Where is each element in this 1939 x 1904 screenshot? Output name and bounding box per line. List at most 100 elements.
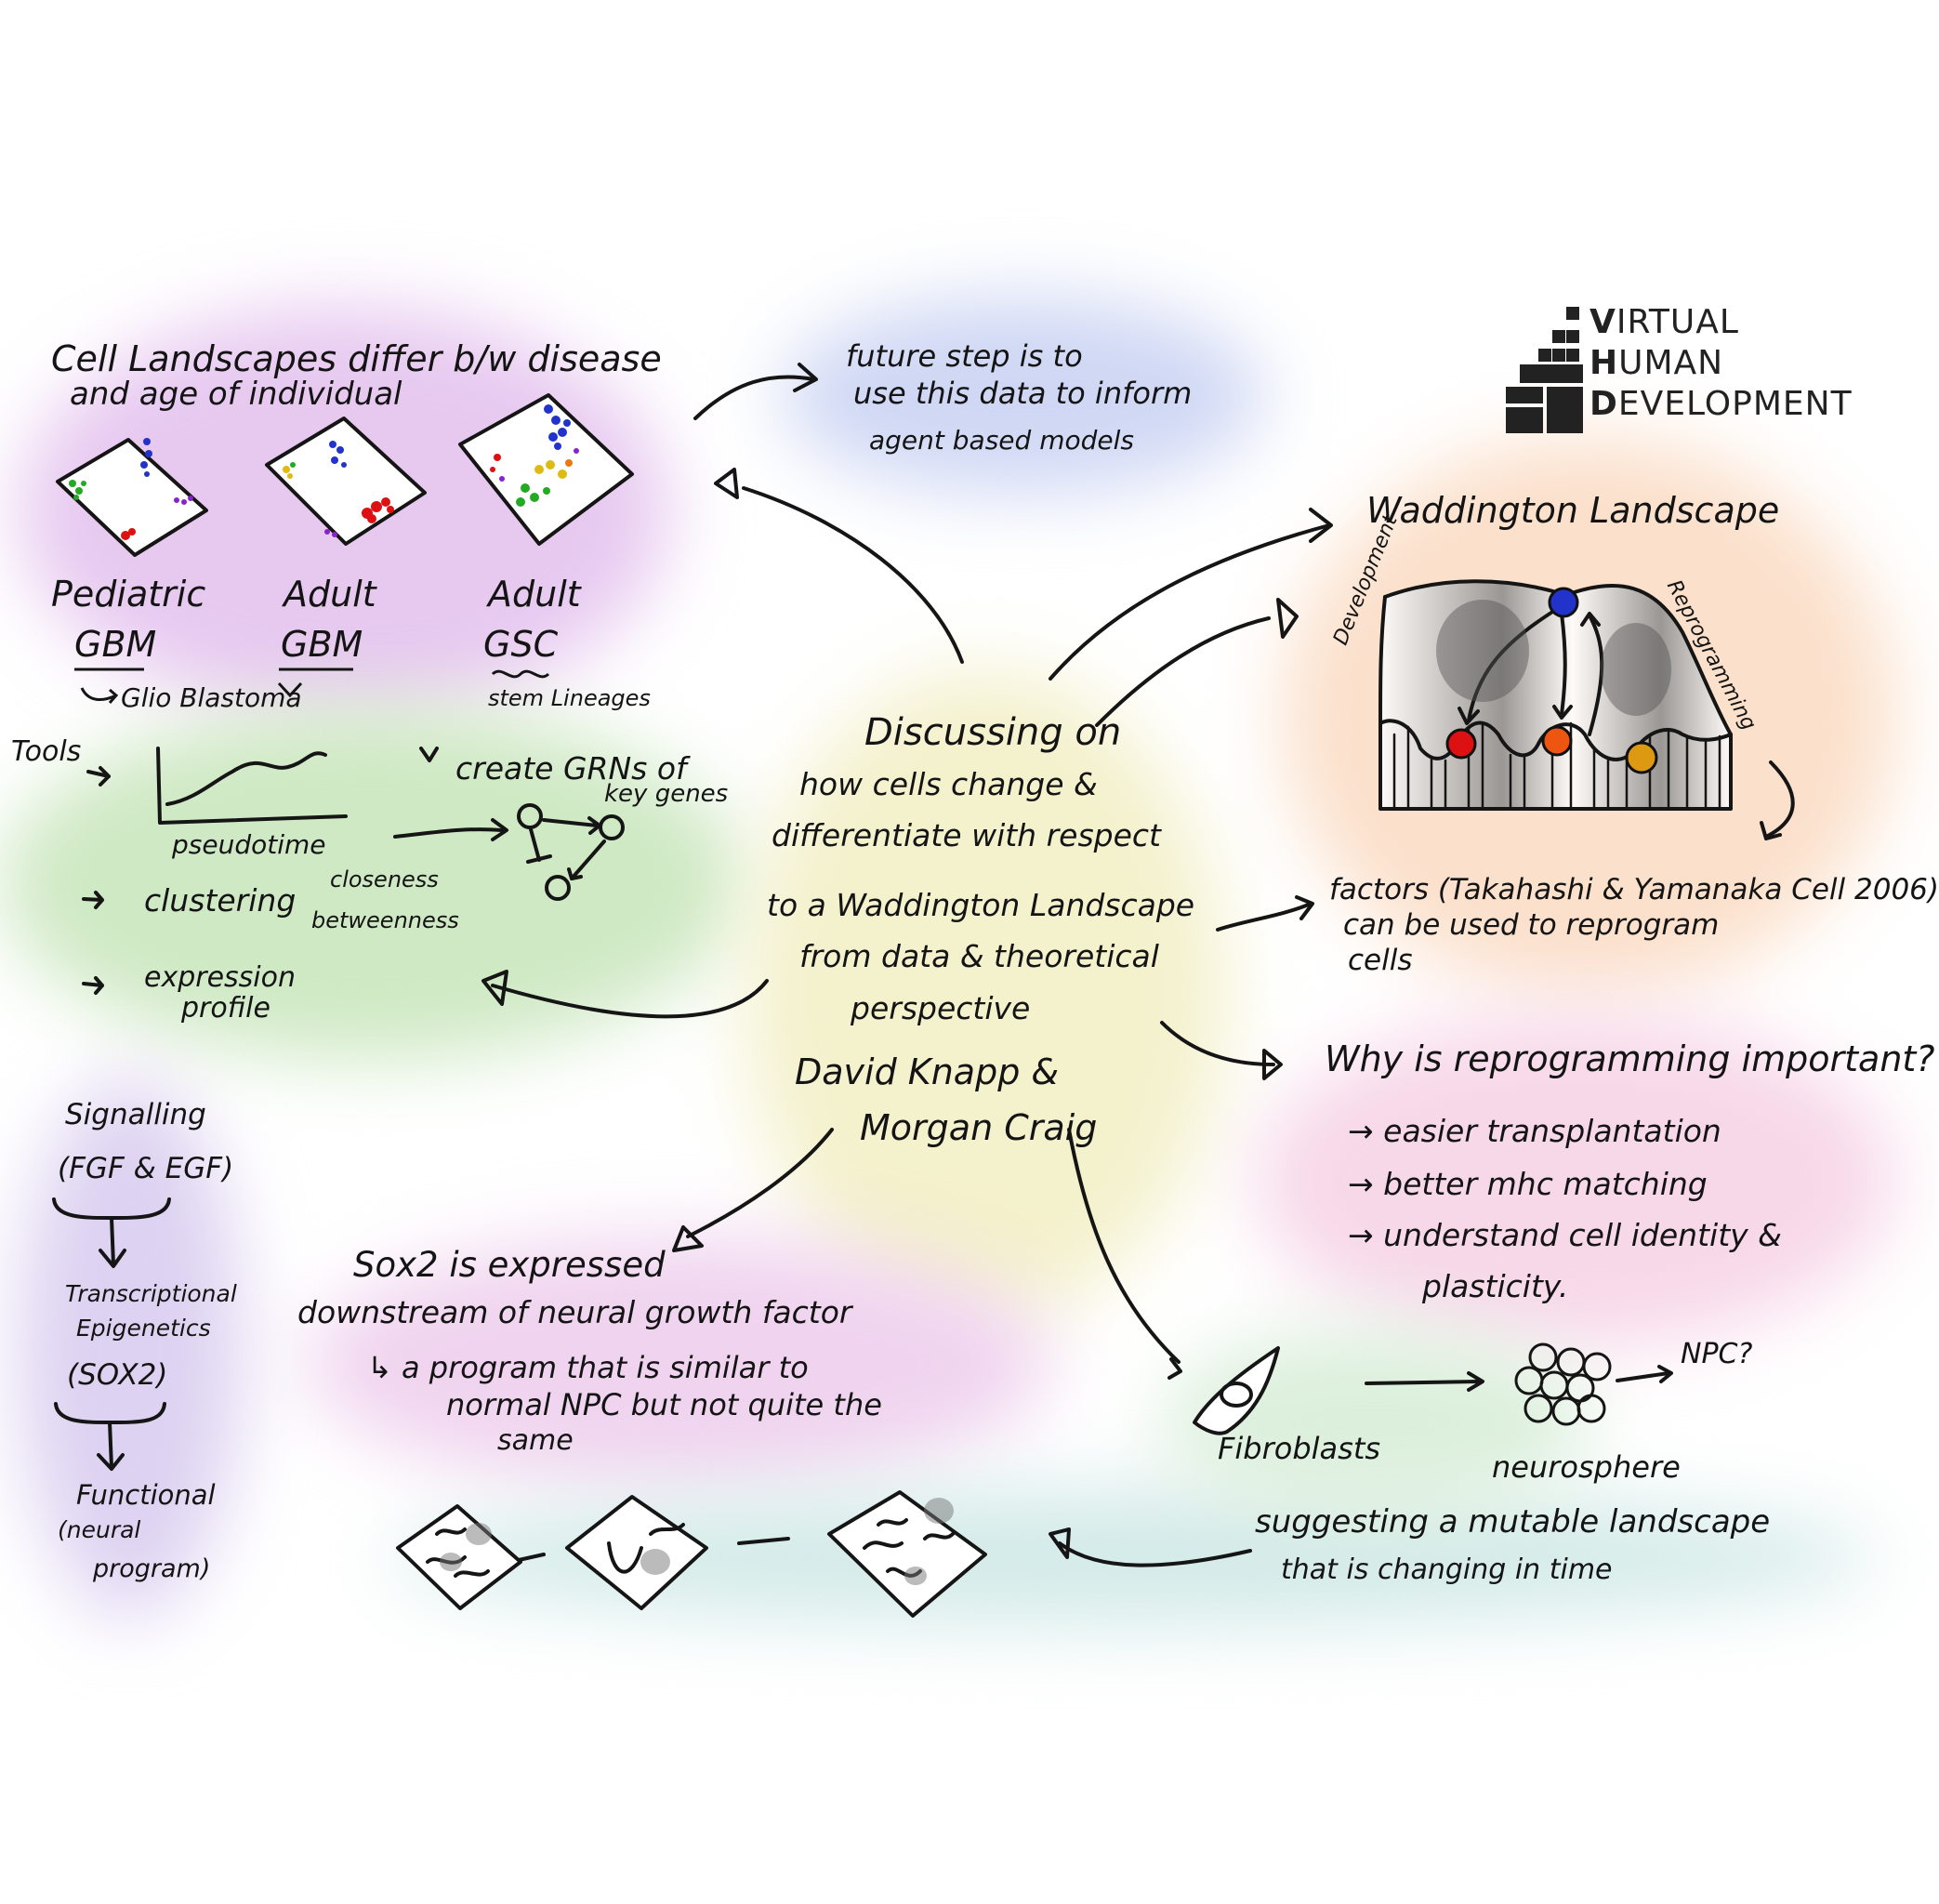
scatter-panel-pediatric-gbm bbox=[56, 438, 208, 557]
pseudotime-curve bbox=[165, 751, 327, 806]
functional-line-1: Functional bbox=[76, 1479, 216, 1511]
functional-line-2: (neural bbox=[58, 1516, 141, 1543]
logo-line-human: HUMAN bbox=[1589, 344, 1724, 382]
signalling-line-2: (FGF & EGF) bbox=[58, 1152, 234, 1185]
ball-mid-orange bbox=[1541, 725, 1573, 757]
grn-node-2 bbox=[599, 814, 625, 840]
pseudotime-axes bbox=[156, 747, 348, 825]
sox2-line-3: ↳ a program that is similar to bbox=[367, 1350, 809, 1385]
arrow-clustering bbox=[82, 891, 104, 909]
speakers-line-1: David Knapp & bbox=[795, 1051, 1060, 1092]
transcriptional-line-2: Epigenetics bbox=[76, 1315, 211, 1342]
grn-note-2: key genes bbox=[604, 780, 729, 808]
arrow-to-waddington bbox=[1049, 523, 1331, 681]
signalling-line-1: Signalling bbox=[65, 1098, 206, 1131]
factors-line-3: cells bbox=[1348, 944, 1413, 977]
future-line-1: future step is to bbox=[846, 338, 1083, 374]
neurosphere-cluster bbox=[1514, 1342, 1612, 1426]
gsc-note: stem Lineages bbox=[488, 685, 651, 711]
fibroblast-shape bbox=[1193, 1346, 1280, 1435]
brace-1 bbox=[52, 1197, 171, 1220]
why-item-1-text: easier transplantation bbox=[1383, 1113, 1721, 1149]
gbm-note: Glio Blastoma bbox=[121, 682, 302, 713]
transcriptional-line-1: Transcriptional bbox=[65, 1280, 237, 1307]
label-adult-2: Adult bbox=[488, 574, 581, 615]
betweenness-label: betweenness bbox=[311, 907, 459, 933]
why-title: Why is reprogramming important? bbox=[1325, 1038, 1935, 1079]
future-line-2: use this data to inform bbox=[853, 376, 1193, 411]
arrow-to-waddington-2 bbox=[1095, 616, 1271, 727]
arrow-to-why bbox=[1160, 1021, 1275, 1066]
sox2-line-3-text: a program that is similar to bbox=[401, 1350, 809, 1385]
center-line-3: differentiate with respect bbox=[772, 817, 1161, 853]
bg-pink-why bbox=[1255, 1013, 1896, 1348]
ball-left-red bbox=[1445, 728, 1477, 760]
future-line-3: agent based models bbox=[869, 425, 1134, 456]
arrow-fibro-to-neuro bbox=[1365, 1380, 1480, 1385]
arrow-expression bbox=[82, 976, 104, 995]
center-line-6: perspective bbox=[851, 990, 1031, 1026]
profile-label: profile bbox=[181, 992, 270, 1025]
bg-pink-sox2 bbox=[307, 1236, 1050, 1488]
label-adult-gsc: GSC bbox=[483, 624, 559, 665]
center-line-5: from data & theoretical bbox=[799, 938, 1159, 974]
sox2-line-2: downstream of neural growth factor bbox=[297, 1294, 852, 1330]
bg-lavender-signalling bbox=[19, 1078, 242, 1618]
fibroblasts-label: Fibroblasts bbox=[1218, 1431, 1381, 1466]
ball-right-gold bbox=[1625, 741, 1658, 774]
center-line-2: how cells change & bbox=[799, 766, 1098, 802]
sox2-line-1: Sox2 is expressed bbox=[353, 1245, 666, 1285]
cell-landscapes-title-2: and age of individual bbox=[70, 376, 402, 413]
arrow-double-1 bbox=[517, 1553, 546, 1562]
arrow-to-cell-landscapes bbox=[742, 486, 964, 664]
bg-blue-future bbox=[781, 298, 1264, 493]
logo-line-development: DEVELOPMENT bbox=[1589, 385, 1853, 423]
label-adult-gbm: GBM bbox=[281, 624, 363, 665]
expression-label: expression bbox=[144, 961, 297, 994]
mutable-line-2: that is changing in time bbox=[1281, 1554, 1613, 1586]
label-adult-1: Adult bbox=[284, 574, 376, 615]
factors-line-2: can be used to reprogram bbox=[1343, 908, 1720, 942]
landscape-sketch-3 bbox=[827, 1490, 987, 1618]
scatter-dots bbox=[69, 404, 579, 540]
center-line-4: to a Waddington Landscape bbox=[767, 887, 1195, 923]
tools-label: Tools bbox=[11, 735, 82, 768]
why-item-3: → understand cell identity & bbox=[1348, 1217, 1782, 1253]
clustering-label: clustering bbox=[144, 882, 297, 919]
arrow-to-factors bbox=[1216, 902, 1312, 932]
arrow-waddington-down bbox=[1764, 760, 1795, 839]
functional-line-3: program) bbox=[93, 1554, 211, 1583]
brace-2 bbox=[54, 1402, 166, 1424]
npc-label: NPC? bbox=[1681, 1338, 1753, 1370]
why-item-4: plasticity. bbox=[1422, 1268, 1569, 1304]
why-item-1: → easier transplantation bbox=[1348, 1113, 1721, 1149]
logo-line-virtual: VIRTUAL bbox=[1589, 303, 1739, 341]
cell-landscapes-title-1: Cell Landscapes differ b/w disease bbox=[51, 338, 662, 379]
ball-top-blue bbox=[1548, 587, 1579, 618]
bg-green-tools bbox=[0, 707, 744, 1060]
logo-mark-icon bbox=[1506, 307, 1583, 433]
label-pediatric: Pediatric bbox=[51, 574, 206, 615]
pseudotime-label: pseudotime bbox=[172, 829, 326, 860]
grn-node-1 bbox=[517, 803, 543, 829]
neurosphere-label: neurosphere bbox=[1492, 1449, 1681, 1485]
arrow-tools-label bbox=[86, 766, 111, 787]
transcriptional-line-3: (SOX2) bbox=[67, 1358, 168, 1392]
arrow-to-future bbox=[693, 375, 815, 420]
center-line-1: Discussing on bbox=[864, 711, 1122, 754]
landscape-sketch-2 bbox=[565, 1495, 708, 1610]
label-pediatric-gbm: GBM bbox=[74, 624, 157, 665]
waddington-title: Waddington Landscape bbox=[1366, 490, 1780, 531]
arrow-chart-to-grn bbox=[393, 827, 504, 839]
sox2-line-5: same bbox=[497, 1424, 574, 1457]
mutable-line-1: suggesting a mutable landscape bbox=[1255, 1503, 1771, 1540]
arrow-to-tools bbox=[491, 979, 769, 1019]
why-item-3-text: understand cell identity & bbox=[1383, 1217, 1782, 1253]
arrow-to-fibroblasts bbox=[1067, 1128, 1181, 1364]
speakers-line-2: Morgan Craig bbox=[860, 1107, 1098, 1148]
arrow-neuro-to-npc bbox=[1616, 1371, 1670, 1382]
arrow-double-2 bbox=[737, 1537, 790, 1545]
arrow-to-sox2 bbox=[686, 1128, 834, 1238]
closeness-label: closeness bbox=[330, 866, 439, 892]
